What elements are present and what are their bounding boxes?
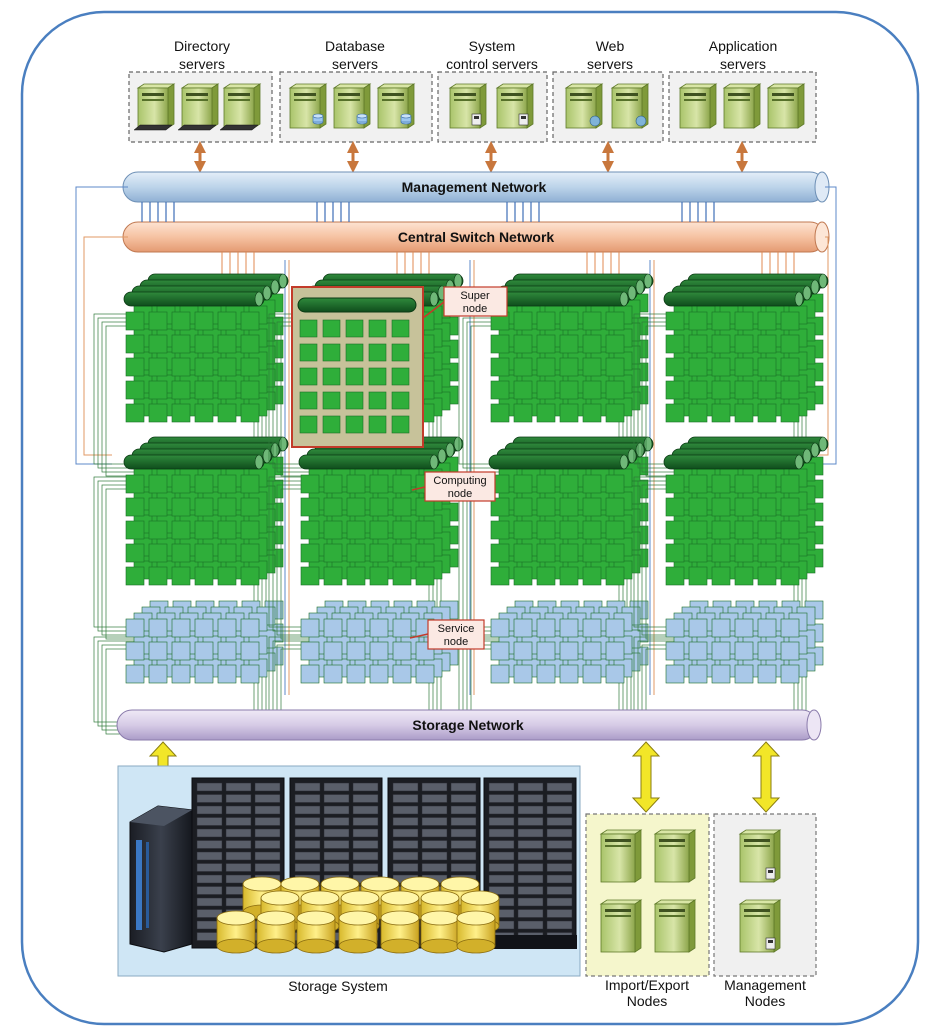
database-servers-label-2: servers <box>332 56 378 72</box>
storage-network-label: Storage Network <box>412 717 523 733</box>
compute-cluster <box>633 273 829 735</box>
computing-node-label-1: Computing <box>433 475 486 487</box>
server-icons <box>133 83 806 131</box>
server-icon <box>738 899 782 953</box>
top-network-links <box>194 141 748 173</box>
server-icon <box>133 83 176 131</box>
server-group-labels: Directory servers Database servers Syste… <box>174 38 777 72</box>
disk-cylinder <box>380 910 420 954</box>
server-icon <box>653 899 697 953</box>
service-node-callout: Service node <box>409 619 485 650</box>
management-nodes-label-2: Nodes <box>745 993 785 1009</box>
super-node-label-2: node <box>463 303 487 315</box>
compute-clusters <box>93 273 829 735</box>
server-icon <box>722 83 762 129</box>
compute-cluster <box>458 273 654 735</box>
server-icon <box>766 83 806 129</box>
server-icon <box>599 829 643 883</box>
disk-cylinder <box>456 910 496 954</box>
server-icon <box>332 83 372 129</box>
disk-cylinder <box>296 910 336 954</box>
server-icon <box>738 829 782 883</box>
disk-cylinder <box>216 910 256 954</box>
server-icon <box>177 83 220 131</box>
management-network-pipe: Management Network <box>122 171 830 203</box>
super-node-label-1: Super <box>460 290 490 302</box>
web-servers-label-1: Web <box>596 38 625 54</box>
server-icon <box>376 83 416 129</box>
storage-tower <box>129 805 193 953</box>
server-icon <box>495 83 535 129</box>
server-icon <box>599 899 643 953</box>
super-node-callout: Super node <box>422 286 508 319</box>
management-nodes-arrow <box>751 741 781 813</box>
computing-node-callout: Computing node <box>411 471 496 502</box>
application-servers-label-1: Application <box>709 38 778 54</box>
super-node-highlight <box>291 286 424 448</box>
storage-system <box>117 765 581 977</box>
management-network-label: Management Network <box>402 179 547 195</box>
web-servers-label-2: servers <box>587 56 633 72</box>
bottom-server-icons <box>599 829 782 953</box>
compute-cluster <box>93 273 289 735</box>
import-export-label-2: Nodes <box>627 993 667 1009</box>
management-nodes-label-1: Management <box>724 977 806 993</box>
server-icon <box>610 83 650 129</box>
server-icon <box>564 83 604 129</box>
import-export-arrow <box>631 741 661 813</box>
outer-frame <box>20 10 920 1026</box>
server-icon <box>678 83 718 129</box>
directory-servers-label-2: servers <box>179 56 225 72</box>
storage-system-label: Storage System <box>288 978 388 994</box>
disk-cylinder <box>256 910 296 954</box>
server-icon <box>448 83 488 129</box>
outer-wiring <box>75 186 837 695</box>
central-switch-network-pipe: Central Switch Network <box>122 221 830 253</box>
storage-disk-cylinders <box>216 876 500 954</box>
disk-cylinder <box>338 910 378 954</box>
directory-servers-label-1: Directory <box>174 38 230 54</box>
server-icon <box>219 83 262 131</box>
service-node-label-2: node <box>444 636 468 648</box>
system-control-servers-label-1: System <box>469 38 516 54</box>
database-servers-label-1: Database <box>325 38 385 54</box>
disk-cylinder <box>420 910 460 954</box>
server-icon <box>653 829 697 883</box>
server-icon <box>288 83 328 129</box>
application-servers-label-2: servers <box>720 56 766 72</box>
system-control-servers-label-2: control servers <box>446 56 538 72</box>
service-node-label-1: Service <box>438 623 475 635</box>
computing-node-label-2: node <box>448 488 472 500</box>
storage-network-pipe: Storage Network <box>116 709 822 741</box>
import-export-label-1: Import/Export <box>605 977 689 993</box>
central-switch-network-label: Central Switch Network <box>398 229 555 245</box>
